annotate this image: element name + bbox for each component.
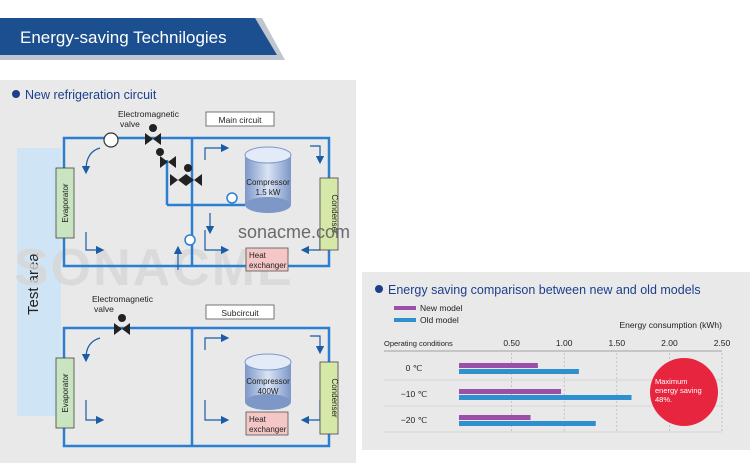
main-circuit-label: Main circuit (219, 115, 263, 125)
sub-heat-exchanger-label-2: exchanger (249, 425, 287, 434)
category-label: −20 ℃ (401, 415, 428, 425)
main-valve-label-2: valve (120, 119, 140, 129)
circuit-diagram: Test area SONACME Main circuit Electroma… (14, 109, 339, 448)
test-area (17, 148, 61, 416)
comparison-heading: Energy saving comparison between new and… (375, 283, 701, 297)
main-solenoid-valves (145, 124, 202, 186)
main-condenser (319, 177, 339, 251)
sub-circuit-label-box (205, 304, 275, 320)
tick-label: 2.50 (714, 338, 731, 348)
callout-text: Maximum (655, 377, 688, 386)
sub-heat-exchanger-label-1: Heat (249, 415, 267, 424)
main-compressor-label-2: 1.5 kW (256, 188, 281, 197)
comparison-heading-text: Energy saving comparison between new and… (388, 283, 701, 297)
sub-compressor-top (244, 353, 292, 371)
legend-label: New model (420, 303, 463, 313)
main-heat-exchanger-label-1: Heat (249, 251, 267, 260)
category-label: 0 ℃ (406, 363, 423, 373)
bullet-dot (12, 90, 20, 98)
sub-circuit-label: Subcircuit (221, 308, 259, 318)
main-condenser-label: Condenser (330, 194, 339, 233)
bar (459, 421, 596, 426)
legend-swatch (394, 318, 416, 322)
sub-valve-label-1: Electromagnetic (92, 294, 154, 304)
sub-compressor-label-1: Compressor (246, 377, 290, 386)
tick-label: 1.50 (609, 338, 626, 348)
main-circuit-label-box (205, 111, 275, 127)
y-axis-title: Operating conditions (384, 339, 453, 348)
title-bar: Energy-saving Technilogies (0, 18, 285, 60)
tick-label: 2.00 (661, 338, 678, 348)
main-compressor-top (244, 146, 292, 164)
tick-label: 1.00 (556, 338, 573, 348)
main-compressor-bottom (245, 197, 291, 213)
sub-condenser (319, 361, 339, 435)
callout-text: energy saving (655, 386, 702, 395)
circuit-heading: New refrigeration circuit (12, 88, 156, 102)
main-valve-label-1: Electromagnetic (118, 109, 180, 119)
circuit-heading-text: New refrigeration circuit (25, 88, 157, 102)
legend-label: Old model (420, 315, 459, 325)
callout-text: 48%. (655, 395, 672, 404)
saving-callout (650, 358, 718, 426)
page-title: Energy-saving Technilogies (20, 28, 227, 47)
sub-compressor-label-2: 400W (258, 387, 279, 396)
legend-swatch (394, 306, 416, 310)
main-compressor-label-1: Compressor (246, 178, 290, 187)
bar (459, 363, 538, 368)
sub-condenser-label: Condenser (330, 378, 339, 417)
bullet-dot (375, 285, 383, 293)
sub-valve-label-2: valve (94, 304, 114, 314)
bar (459, 415, 531, 420)
sub-evaporator-label: Evaporator (61, 373, 70, 412)
bar (459, 369, 579, 374)
tick-label: 0.50 (503, 338, 520, 348)
watermark-text: sonacme.com (238, 222, 351, 242)
bar (459, 389, 562, 394)
main-heat-exchanger-label-2: exchanger (249, 261, 287, 270)
sub-solenoid-valve (114, 314, 130, 335)
expansion-valve-icon (103, 132, 119, 148)
main-heat-exchanger (245, 247, 289, 272)
main-evaporator (55, 167, 75, 239)
category-label: −10 ℃ (401, 389, 428, 399)
main-sight-glass-2 (184, 234, 196, 246)
bar (459, 395, 632, 400)
sub-compressor-bottom (245, 394, 291, 410)
main-evaporator-label: Evaporator (61, 183, 70, 222)
title-banner (0, 18, 285, 60)
main-sight-glass (226, 192, 238, 204)
sub-heat-exchanger (245, 411, 289, 436)
watermark-logo: SONACME (14, 239, 294, 297)
sub-evaporator (55, 357, 75, 429)
test-area-label: Test area (25, 253, 42, 315)
x-axis-title: Energy consumption (kWh) (619, 320, 722, 330)
